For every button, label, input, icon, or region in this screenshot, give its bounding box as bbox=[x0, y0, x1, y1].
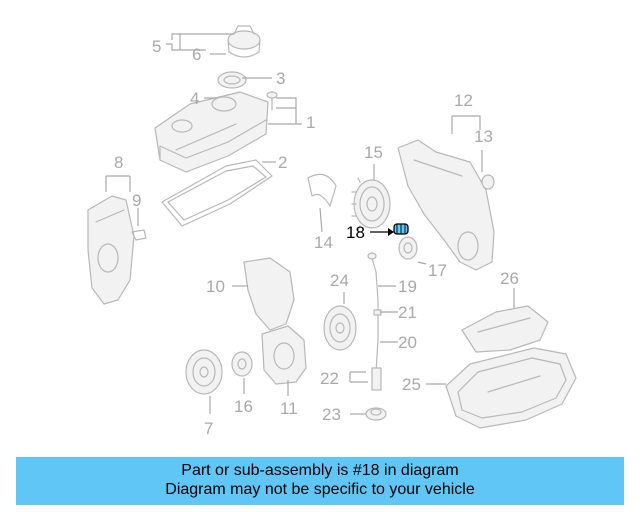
callout-7: 7 bbox=[204, 419, 213, 438]
cover-clip-part bbox=[131, 229, 147, 241]
callout-24: 24 bbox=[330, 271, 349, 290]
callout-16: 16 bbox=[234, 397, 253, 416]
crankshaft-sprocket-part bbox=[231, 351, 253, 377]
callout-22: 22 bbox=[320, 369, 339, 388]
lower-timing-cover-part bbox=[87, 195, 135, 305]
callout-10: 10 bbox=[206, 277, 225, 296]
camshaft-sprocket-part bbox=[351, 177, 391, 231]
cover-bolt-part bbox=[266, 91, 278, 111]
callout-21: 21 bbox=[398, 303, 417, 322]
filler-cap-seal-part bbox=[217, 71, 247, 89]
callout-20: 20 bbox=[398, 333, 417, 352]
callout-6: 6 bbox=[192, 45, 201, 64]
callout-9: 9 bbox=[132, 191, 141, 210]
callout-4: 4 bbox=[190, 89, 199, 108]
flywheel-part bbox=[323, 305, 357, 351]
callout-26: 26 bbox=[500, 269, 519, 288]
callout-12: 12 bbox=[454, 91, 473, 110]
callout-23: 23 bbox=[322, 405, 341, 424]
callout-25: 25 bbox=[402, 375, 421, 394]
drain-plug-part bbox=[365, 407, 387, 421]
exploded-parts-diagram: 5 6 3 4 1 2 8 9 12 13 15 14 18 17 10 24 … bbox=[87, 25, 577, 438]
callout-1: 1 bbox=[306, 113, 315, 132]
callout-8: 8 bbox=[114, 153, 123, 172]
valve-cover-gasket-part bbox=[161, 159, 273, 227]
leader-lines bbox=[105, 33, 515, 415]
callout-3: 3 bbox=[276, 69, 285, 88]
front-seal-housing-part bbox=[261, 325, 307, 385]
callout-11: 11 bbox=[280, 399, 298, 418]
banner-line-2: Diagram may not be specific to your vehi… bbox=[165, 481, 475, 498]
crankshaft-pulley-part bbox=[185, 349, 223, 395]
callout-13: 13 bbox=[474, 127, 493, 146]
oil-pan-baffle-part bbox=[461, 305, 549, 353]
banner-line-1: Part or sub-assembly is #18 in diagram bbox=[181, 462, 459, 479]
callout-19: 19 bbox=[398, 277, 417, 296]
info-banner: Part or sub-assembly is #18 in diagram D… bbox=[16, 457, 624, 505]
highlighted-part-18 bbox=[393, 223, 409, 235]
timing-belt-part bbox=[307, 173, 337, 207]
rear-timing-plate-part bbox=[243, 257, 295, 331]
oil-pan-part bbox=[445, 347, 577, 429]
upper-timing-cover-part bbox=[397, 139, 495, 271]
highlight-arrow bbox=[370, 228, 394, 236]
dipstick-part bbox=[367, 252, 382, 391]
callout-18-highlighted: 18 bbox=[346, 223, 365, 242]
cover-grommet-part bbox=[481, 174, 495, 190]
valve-cover-part bbox=[154, 91, 269, 173]
callout-2: 2 bbox=[278, 153, 287, 172]
callout-5: 5 bbox=[152, 37, 161, 56]
callout-15: 15 bbox=[364, 143, 383, 162]
callout-17: 17 bbox=[428, 261, 447, 280]
callout-14: 14 bbox=[314, 233, 333, 252]
oil-filler-cap-part bbox=[227, 25, 261, 58]
tensioner-pulley-part bbox=[398, 236, 418, 260]
